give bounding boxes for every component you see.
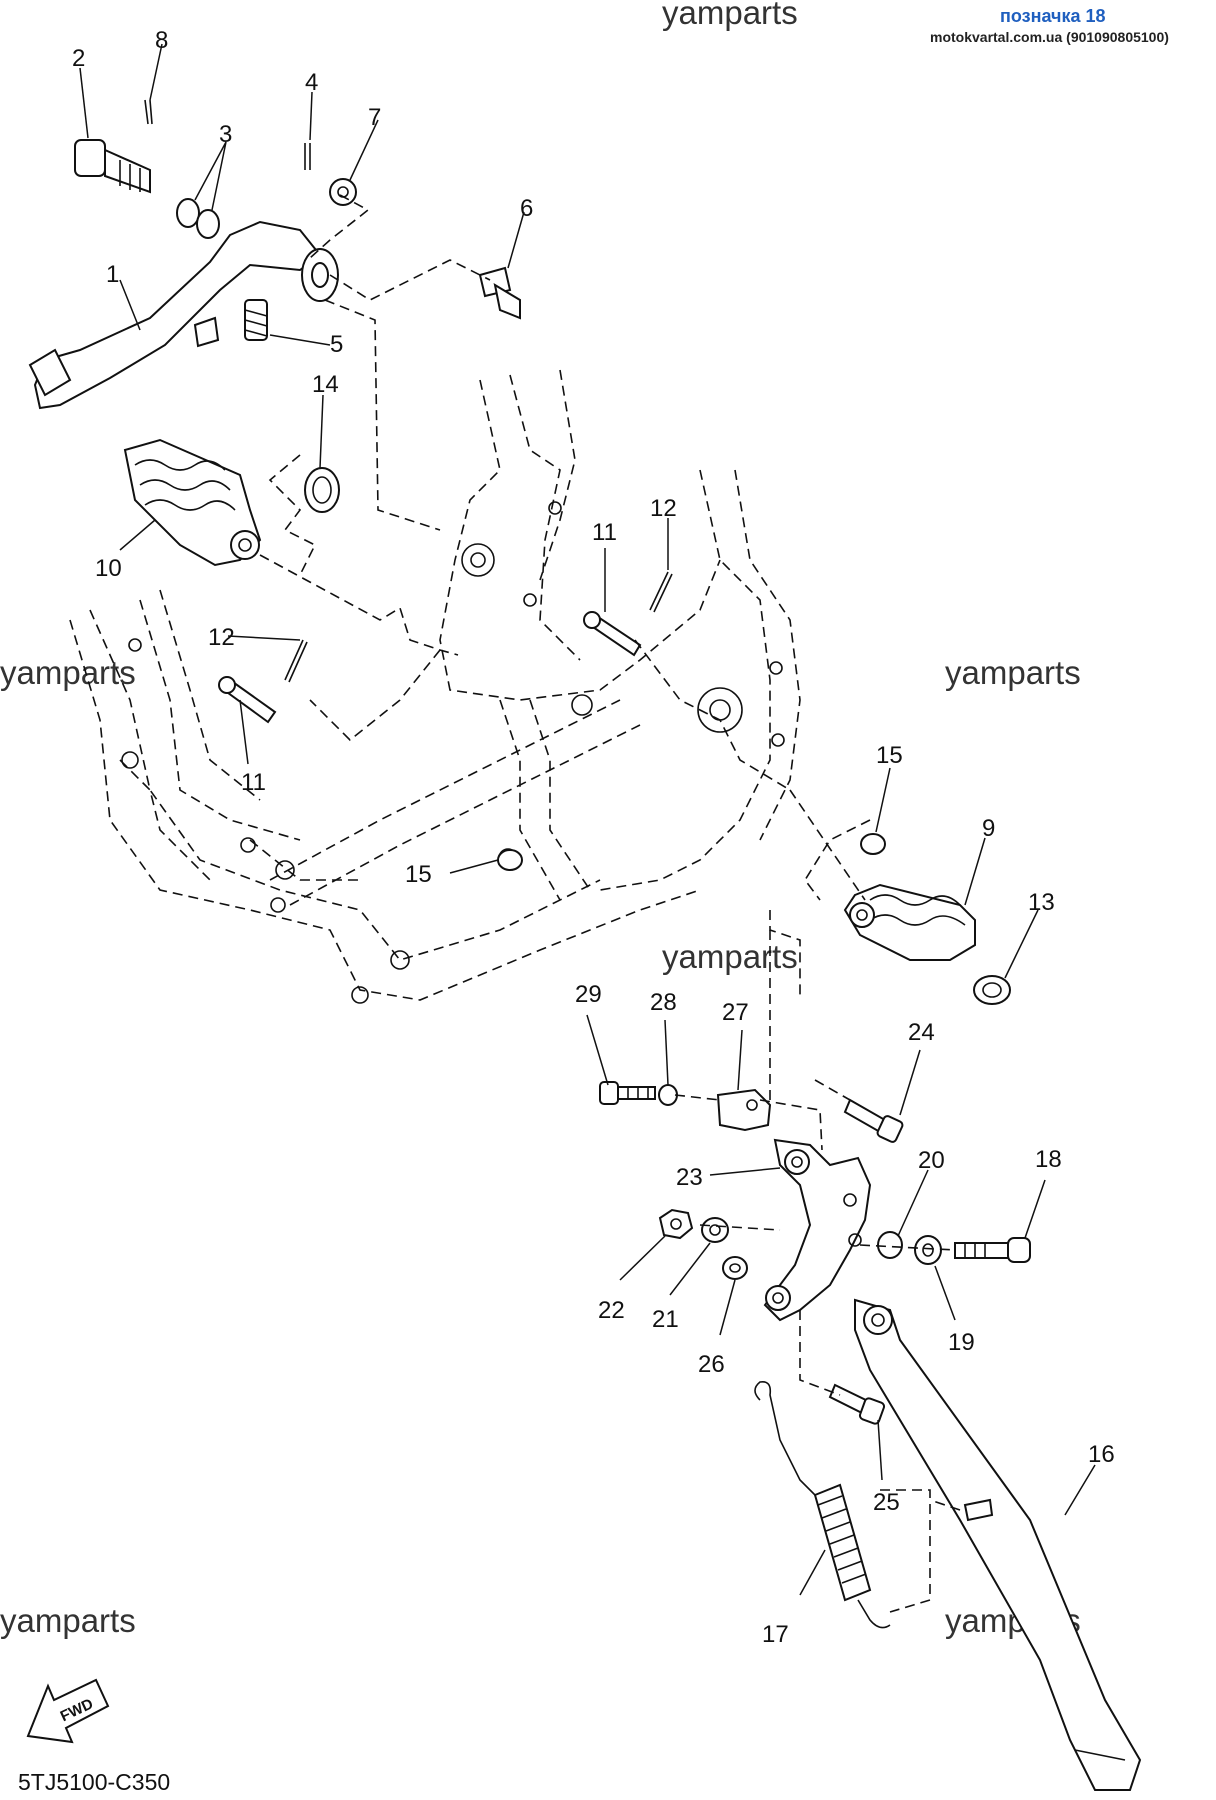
bolt-18 bbox=[954, 1237, 1031, 1263]
clips-15 bbox=[497, 833, 886, 871]
watermark: yamparts bbox=[662, 938, 798, 975]
callout-19: 19 bbox=[948, 1329, 975, 1356]
footrest-right bbox=[843, 883, 976, 961]
fwd-arrow-icon: FWD bbox=[26, 1678, 110, 1744]
washer-7 bbox=[329, 178, 357, 206]
sidestand bbox=[854, 1298, 1142, 1791]
cotter-pins bbox=[144, 99, 311, 170]
pin-6 bbox=[478, 266, 521, 320]
pedal-spring-5 bbox=[244, 299, 268, 341]
assembly-lines bbox=[259, 194, 961, 1613]
callout-3: 3 bbox=[219, 121, 232, 148]
pedal-washers bbox=[176, 198, 220, 239]
cotter-pins-12 bbox=[284, 571, 673, 683]
sidestand-bracket bbox=[763, 1138, 872, 1322]
callout-6: 6 bbox=[520, 195, 533, 222]
callout-17: 17 bbox=[762, 1621, 789, 1648]
callout-29: 29 bbox=[575, 981, 602, 1008]
washer-19 bbox=[914, 1235, 942, 1265]
callout-20: 20 bbox=[918, 1147, 945, 1174]
bolt-24 bbox=[843, 1098, 904, 1143]
callout-4: 4 bbox=[305, 69, 318, 96]
header-tag: позначка 18 bbox=[1000, 6, 1106, 26]
callout-8: 8 bbox=[155, 27, 168, 54]
footrest-left bbox=[123, 438, 262, 567]
pins-11 bbox=[218, 611, 642, 724]
footrest-spring-14 bbox=[304, 467, 340, 513]
callout-14: 14 bbox=[312, 371, 339, 398]
callout-24: 24 bbox=[908, 1019, 935, 1046]
callout-26: 26 bbox=[698, 1351, 725, 1378]
switch-27 bbox=[716, 1088, 772, 1132]
callout-11a: 11 bbox=[592, 519, 617, 546]
header-site: motokvartal.com.ua (901090805100) bbox=[930, 29, 1169, 45]
nut-22 bbox=[658, 1208, 694, 1240]
callout-27: 27 bbox=[722, 999, 749, 1026]
callout-1: 1 bbox=[106, 261, 119, 288]
footrest-spring-13 bbox=[973, 975, 1011, 1005]
diagram-code: 5TJ5100-C350 bbox=[18, 1769, 170, 1795]
frame-outline bbox=[69, 369, 801, 1004]
brake-pedal bbox=[28, 220, 339, 410]
callout-10: 10 bbox=[95, 555, 122, 582]
bolt-29 bbox=[599, 1081, 656, 1105]
callout-5: 5 bbox=[330, 331, 343, 358]
callout-9: 9 bbox=[982, 815, 995, 842]
watermark: yamparts bbox=[945, 654, 1081, 691]
callout-7: 7 bbox=[368, 104, 381, 131]
collar-20 bbox=[877, 1231, 903, 1259]
callout-13: 13 bbox=[1028, 889, 1055, 916]
collar-28 bbox=[658, 1084, 678, 1106]
leader-lines bbox=[79, 43, 1096, 1596]
callout-12b: 12 bbox=[208, 624, 235, 651]
callout-16: 16 bbox=[1088, 1441, 1115, 1468]
callout-11b: 11 bbox=[241, 769, 266, 796]
callout-12a: 12 bbox=[650, 495, 677, 522]
callout-23: 23 bbox=[676, 1164, 703, 1191]
washer-26 bbox=[722, 1256, 748, 1280]
watermark: yamparts bbox=[0, 1602, 136, 1639]
callout-labels: 1 2 3 4 5 6 7 8 9 10 11 11 12 12 13 14 1… bbox=[72, 27, 1115, 1648]
pedal-pivot-bolt bbox=[74, 139, 151, 194]
callout-25: 25 bbox=[873, 1489, 900, 1516]
washer-21 bbox=[701, 1217, 729, 1243]
callout-15a: 15 bbox=[876, 742, 903, 769]
callout-22: 22 bbox=[598, 1297, 625, 1324]
callout-2: 2 bbox=[72, 45, 85, 72]
callout-18: 18 bbox=[1035, 1146, 1062, 1173]
sidestand-spring bbox=[754, 1380, 891, 1629]
callout-28: 28 bbox=[650, 989, 677, 1016]
callout-15b: 15 bbox=[405, 861, 432, 888]
bolt-25 bbox=[828, 1383, 886, 1425]
watermark: yamparts bbox=[662, 0, 798, 31]
callout-21: 21 bbox=[652, 1306, 679, 1333]
watermark: yamparts bbox=[0, 654, 136, 691]
